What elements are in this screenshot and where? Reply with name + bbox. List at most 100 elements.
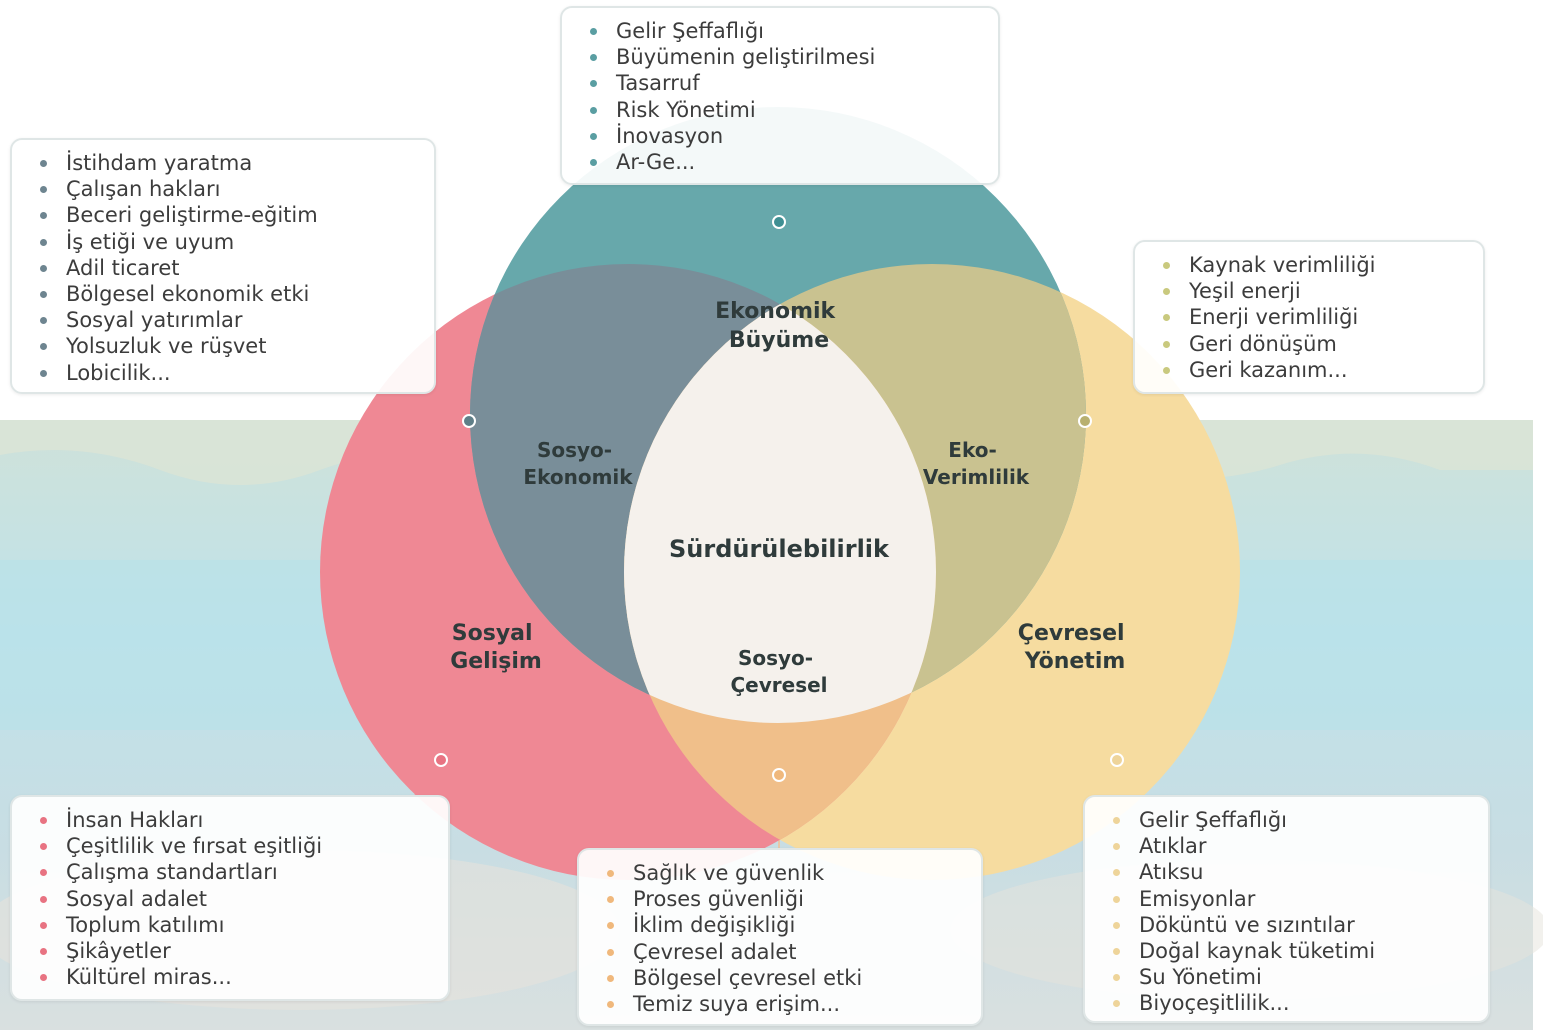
label-socio-environmental: Sosyo- Çevresel — [730, 646, 827, 697]
list-item-text: Geri dönüşüm — [1189, 331, 1337, 356]
list-item: Toplum katılımı — [36, 912, 434, 938]
list-item-text: Şikâyetler — [66, 939, 171, 964]
bullet-icon — [40, 948, 47, 956]
list-item: Emisyonlar — [1109, 886, 1474, 912]
bullet-icon — [1113, 895, 1120, 903]
bullet-icon — [590, 132, 597, 140]
bullet-icon — [40, 264, 47, 272]
bullet-icon — [40, 317, 47, 325]
connector-dot — [462, 414, 476, 428]
connector-dot — [772, 768, 786, 782]
list-item-text: Çalışan hakları — [66, 177, 221, 202]
connector-dot — [1110, 753, 1124, 767]
bullet-icon — [590, 54, 597, 62]
list-item: Kültürel miras... — [36, 964, 434, 990]
list-item-text: Enerji verimliliği — [1189, 305, 1359, 330]
list-item-text: Atıksu — [1139, 860, 1204, 885]
list-item: Atıklar — [1109, 833, 1474, 859]
bullet-icon — [1163, 288, 1170, 296]
list-item: Yeşil enerji — [1159, 278, 1469, 304]
list-item-text: Çalışma standartları — [66, 860, 278, 885]
list-item-text: Ar-Ge... — [616, 150, 696, 175]
list-item-text: İnovasyon — [616, 123, 724, 148]
bullet-icon — [1163, 366, 1170, 374]
bullet-icon — [1113, 974, 1120, 982]
bullet-icon — [1113, 869, 1120, 877]
list-item: Lobicilik... — [36, 360, 420, 386]
list-item: Risk Yönetimi — [586, 97, 984, 123]
list-item: Gelir Şeffaflığı — [586, 18, 984, 44]
list-item-text: Beceri geliştirme-eğitim — [66, 203, 318, 228]
list-item-text: Geri kazanım... — [1189, 357, 1348, 382]
bullet-icon — [40, 817, 47, 824]
list-item: Çalışma standartları — [36, 859, 434, 885]
bullet-icon — [40, 869, 47, 877]
bullet-icon — [40, 238, 47, 246]
list-item-text: Çevresel adalet — [633, 939, 797, 964]
list-item-text: İnsan Hakları — [66, 808, 204, 832]
list-item: İklim değişikliği — [603, 912, 967, 938]
label-social: Sosyal Gelişim — [450, 621, 542, 674]
list-item-text: Su Yönetimi — [1139, 965, 1262, 990]
list-item-text: Emisyonlar — [1139, 886, 1256, 911]
list-item-text: İş etiği ve uyum — [66, 229, 235, 254]
list-item: Proses güvenliği — [603, 886, 967, 912]
list-item-text: Doğal kaynak tüketimi — [1139, 939, 1376, 964]
list-item: Şikâyetler — [36, 938, 434, 964]
list-item: Enerji verimliliği — [1159, 304, 1469, 330]
list-item: Çevresel adalet — [603, 939, 967, 965]
label-eco-efficiency: Eko- Verimlilik — [923, 438, 1030, 489]
bullet-icon — [607, 896, 614, 904]
bullet-icon — [1163, 340, 1170, 348]
list-item: Kaynak verimliliği — [1159, 252, 1469, 278]
bullet-icon — [1113, 1000, 1120, 1008]
list-item-text: İstihdam yaratma — [66, 151, 253, 175]
list-item: Doğal kaynak tüketimi — [1109, 938, 1474, 964]
list-item-text: Döküntü ve sızıntılar — [1139, 912, 1355, 937]
list-item: İstihdam yaratma — [36, 150, 420, 176]
bullet-icon — [40, 921, 47, 929]
list-item: Biyoçeşitlilik... — [1109, 990, 1474, 1016]
list-item: İnovasyon — [586, 123, 984, 149]
list-item-text: Büyümenin geliştirilmesi — [616, 45, 876, 70]
bullet-icon — [590, 28, 597, 35]
list-item: Atıksu — [1109, 859, 1474, 885]
list-item-text: Gelir Şeffaflığı — [1139, 808, 1287, 832]
bullet-icon — [607, 922, 614, 930]
list-item-text: Toplum katılımı — [66, 912, 225, 937]
list-item: Bölgesel çevresel etki — [603, 965, 967, 991]
list-item: Ar-Ge... — [586, 149, 984, 175]
label-environmental: Çevresel Yönetim — [1018, 621, 1132, 674]
label-socio-economic: Sosyo- Ekonomik — [523, 438, 633, 489]
list-item-text: Risk Yönetimi — [616, 97, 756, 122]
bullet-icon — [1163, 262, 1170, 269]
list-item-text: İklim değişikliği — [633, 913, 796, 938]
bullet-icon — [1113, 843, 1120, 851]
list-item: Çeşitlilik ve fırsat eşitliği — [36, 833, 434, 859]
list-item-text: Adil ticaret — [66, 255, 180, 280]
list-item: Çalışan hakları — [36, 176, 420, 202]
list-item: Bölgesel ekonomik etki — [36, 281, 420, 307]
bullet-icon — [40, 343, 47, 351]
list-item-text: Kültürel miras... — [66, 965, 232, 990]
bullet-icon — [40, 212, 47, 220]
list-item-text: Bölgesel ekonomik etki — [66, 282, 310, 307]
bullet-icon — [607, 870, 614, 877]
list-item: Sosyal adalet — [36, 886, 434, 912]
list-item-text: Sosyal adalet — [66, 886, 207, 911]
connector-dot — [772, 215, 786, 229]
list-item-text: Çeşitlilik ve fırsat eşitliği — [66, 834, 323, 859]
bullet-icon — [40, 974, 47, 982]
list-item-text: Atıklar — [1139, 834, 1207, 859]
overlap-center — [624, 264, 936, 723]
connector-dot — [1078, 414, 1092, 428]
bullet-icon — [607, 948, 614, 956]
list-item: İnsan Hakları — [36, 807, 434, 833]
list-item: Geri dönüşüm — [1159, 331, 1469, 357]
bullet-icon — [590, 80, 597, 88]
bullet-icon — [1113, 948, 1120, 956]
